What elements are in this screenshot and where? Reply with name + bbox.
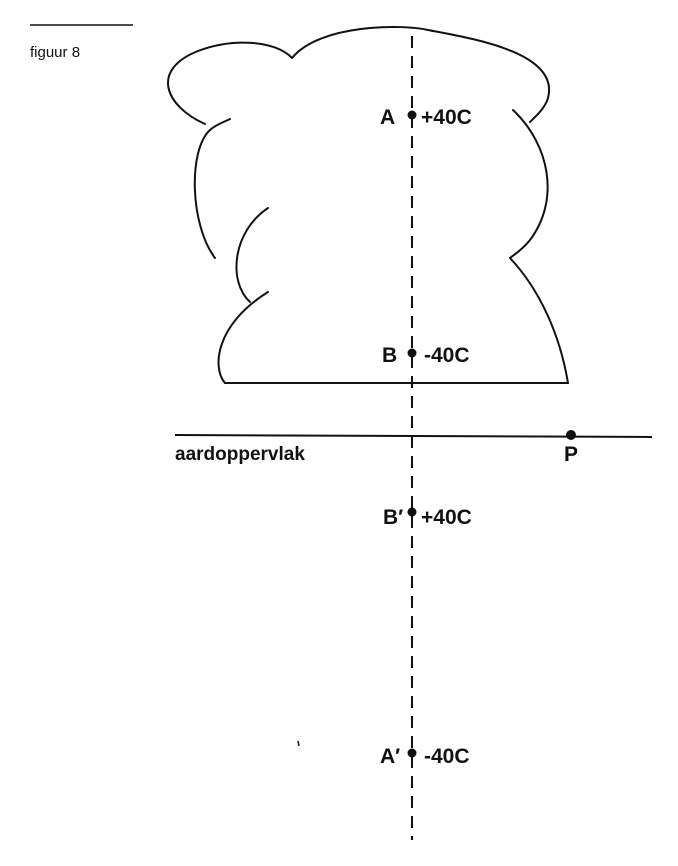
mirror-charge-b-value: +40C [421,506,472,529]
point-p-label: P [564,443,578,466]
point-p-dot [566,430,576,440]
mirror-charge-a-dot [407,748,417,758]
earth-surface-label: aardoppervlak [175,444,305,465]
charge-b-name: B [382,344,397,367]
charge-a: A +40C [380,106,472,129]
charge-b-dot [407,348,417,358]
stray-mark [297,740,300,747]
mirror-charge-a-value: -40C [424,745,470,768]
earth-surface-line [174,434,653,438]
mirror-charge-a-name: A′ [380,745,400,768]
charge-b: B -40C [382,344,470,367]
mirror-charge-a: A′ -40C [380,745,470,768]
charge-a-dot [407,110,417,120]
mirror-charge-b-dot [407,507,417,517]
thundercloud-outline [167,25,569,384]
figure-caption: figuur 8 [30,44,80,61]
charge-a-value: +40C [421,106,472,129]
charge-a-name: A [380,106,395,129]
mirror-charge-b: B′ +40C [383,506,472,529]
charge-b-value: -40C [424,344,470,367]
mirror-charge-b-name: B′ [383,506,403,529]
